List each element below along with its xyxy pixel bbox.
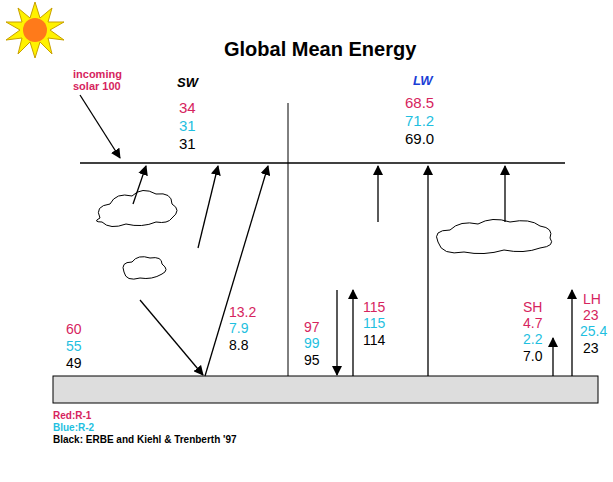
flux-value: 23 <box>582 341 600 356</box>
flux-value: 99 <box>303 336 321 351</box>
flux-arrows <box>80 95 572 376</box>
flux-value: 4.7 <box>522 316 543 331</box>
flux-value: 31 <box>178 136 197 153</box>
flux-value: 25.4 <box>579 324 608 339</box>
flux-value: 13.2 <box>228 305 257 320</box>
flux-value: 97 <box>303 320 321 335</box>
flux-value: 55 <box>65 339 83 354</box>
flux-value: 60 <box>65 322 83 337</box>
surface <box>53 376 598 403</box>
flux-value: 7.9 <box>228 321 249 336</box>
divider-line <box>288 103 289 376</box>
column-heading: SW <box>176 76 199 90</box>
flux-value: 23 <box>582 308 600 323</box>
flux-value: 2.2 <box>522 332 543 347</box>
flux-value: 68.5 <box>404 95 435 112</box>
flux-value: 114 <box>362 333 386 348</box>
flux-name: SH <box>522 300 543 315</box>
diagram-title: Global Mean Energy <box>223 38 417 60</box>
column-heading: LW <box>412 74 434 88</box>
sun <box>6 2 64 58</box>
flux-value: 49 <box>65 356 83 371</box>
legend-note: Blue:R-2 <box>52 422 95 433</box>
flux-name: LH <box>582 292 602 307</box>
flux-value: 69.0 <box>404 131 435 148</box>
flux-value: 34 <box>178 100 197 117</box>
flux-value: 8.8 <box>228 338 249 353</box>
flux-label: incoming solar 100 <box>72 68 132 92</box>
flux-value: 71.2 <box>404 113 435 130</box>
flux-value: 115 <box>362 316 386 331</box>
legend-note: Black: ERBE and Kiehl & Trenberth '97 <box>52 434 238 445</box>
flux-value: 7.0 <box>522 349 543 364</box>
flux-value: 115 <box>362 300 386 315</box>
flux-value: 95 <box>303 353 321 368</box>
toa-line <box>80 162 565 164</box>
flux-value: 31 <box>178 118 197 135</box>
clouds <box>96 190 551 279</box>
legend-note: Red:R-1 <box>52 410 92 421</box>
